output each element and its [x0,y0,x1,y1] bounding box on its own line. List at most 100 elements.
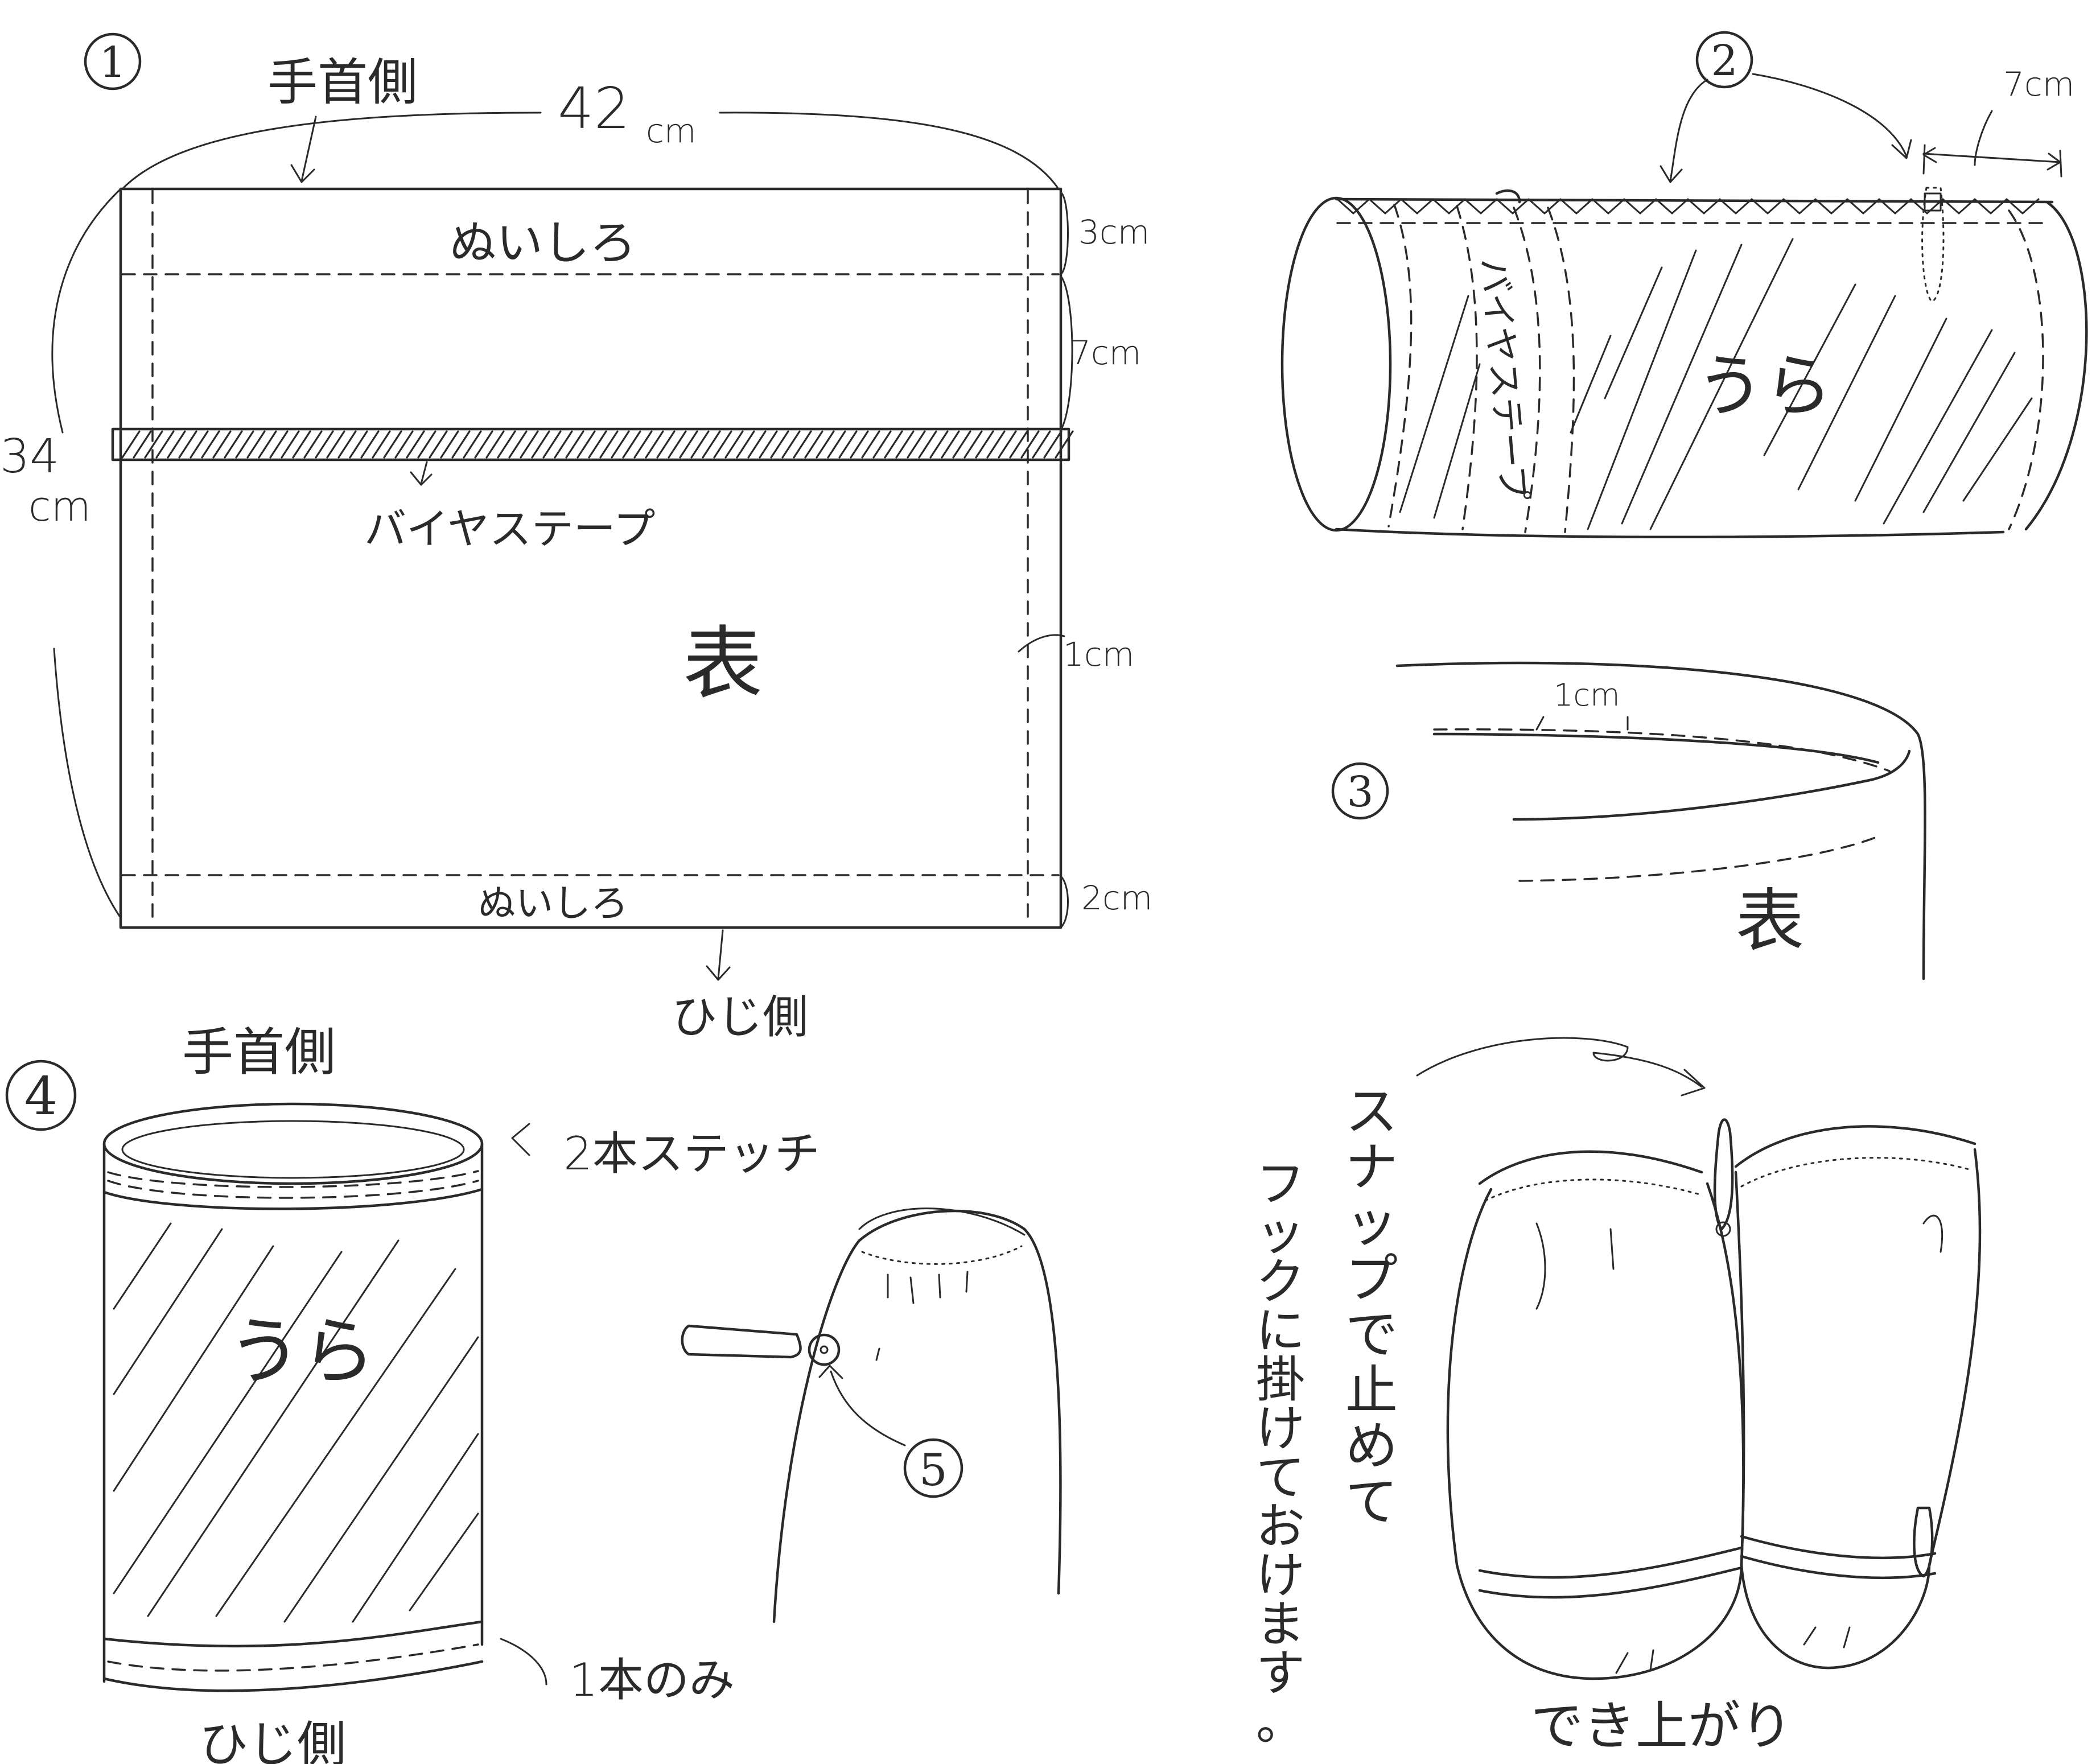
step5-number-circle [903,1438,963,1498]
step4-back-label: うら [228,1308,376,1395]
hatch-stroke [1570,335,1612,434]
bottom-allowance-bracket [1061,876,1069,928]
vertical-char: プ [1345,1248,1398,1309]
height-value: 34 [0,430,59,484]
hatch-stroke [736,430,755,459]
stitch-line-1 [107,1170,479,1188]
right-band-bottom [1740,1555,1937,1580]
hatch-stroke [258,430,277,459]
bias-tape-band [111,427,1070,461]
hatch-stroke [167,430,186,459]
hatch-stroke [409,1512,479,1611]
cylinder-sides [102,1188,484,1683]
hatch-stroke [611,430,630,459]
step5-pointer [818,1365,906,1446]
hatch-stroke [816,430,835,459]
hatch-stroke [1797,295,1896,491]
hatch-stroke [283,1336,479,1623]
hook-arrow [1416,1037,1706,1097]
top-allowance-size: 3cm [1078,213,1150,252]
step3-hem: 3 1cm 表 [1331,661,1926,980]
fold-mark [875,1347,880,1361]
gathered-edge [858,1207,1026,1236]
hatch-stroke [781,430,801,459]
elastic-line [861,1245,1023,1265]
step2-tube: 2 7cm バイヤステープ うら [1280,31,2088,538]
hatch-stroke [1032,430,1051,459]
left-sleeve [1446,1182,1745,1680]
step1-pattern: 1 手首側 42 cm 34 cm ぬいしろ バイヤステープ 表 3cm 7cm [0,32,1152,1044]
hatch-stroke [1604,266,1663,399]
hatch-stroke [201,430,220,459]
hatch-stroke [690,430,710,459]
hatch-stroke [383,430,402,459]
single-stitch-pointer [500,1638,547,1685]
hatch-stroke [155,430,175,459]
hatch-stroke [406,430,425,459]
ruffle-marks [1615,1626,1851,1674]
step3-front-label: 表 [1736,882,1804,961]
hatch-stroke [1621,244,1743,525]
hatch-stroke [520,430,539,459]
hatch-stroke [542,430,562,459]
finished-caption: でき上がり [1531,1696,1793,1757]
hatch-stroke [884,430,903,459]
hatch-stroke [113,1245,274,1492]
hatch-stroke [133,430,152,459]
hatch-stroke [303,430,323,459]
hatch-stroke [588,430,607,459]
hatch-stroke [759,430,778,459]
tube-top-edge [1335,197,2054,204]
hatch-stroke [895,430,915,459]
step3-number: 3 [1347,768,1373,817]
hanging-loop-tab [1921,187,1945,303]
tube-far-end [2024,201,2088,531]
hatch-stroke [121,430,141,459]
step2-number: 2 [1711,36,1737,85]
hatch-stroke [838,430,858,459]
cylinder-rim-inner [121,1120,465,1179]
hatch-stroke [326,430,345,459]
hatch-stroke [1055,430,1074,459]
gap-size: 7cm [1070,333,1141,372]
hatch-stroke [215,1268,456,1617]
top-allowance-label: ぬいしろ [450,216,636,270]
snap-button [808,1333,841,1366]
hatch-stroke [190,430,209,459]
height-dimension-arc-top [51,188,122,434]
vertical-char: て [1345,1472,1398,1532]
sleeve-left-outline [772,1239,861,1623]
height-dimension-arc-bottom [53,648,121,917]
tube-hatching [1399,238,2033,530]
hatch-stroke [770,430,789,459]
vertical-char: ス [1345,1081,1398,1142]
right-sleeve-cuff [1734,1125,1977,1168]
right-sleeve-elastic [1740,1157,1970,1188]
hatch-stroke [918,430,937,459]
single-stitch-label: 1本のみ [569,1654,735,1707]
tube-opening [1280,196,1392,532]
hanging-loop [1713,1118,1734,1231]
bottom-allowance-size: 2cm [1081,879,1152,917]
hatch-stroke [1883,329,1993,525]
vertical-char: フ [1256,1156,1305,1213]
vertical-char: お [1256,1498,1305,1555]
bias-tape-arrow [410,461,433,486]
seam-ticks [1535,716,1629,731]
cylinder-hatching [113,1222,479,1623]
hatch-stroke [246,430,266,459]
double-stitch-label: 2本ステッチ [563,1127,820,1180]
vertical-char: ナ [1345,1137,1398,1198]
hatch-stroke [747,430,767,459]
hatch-stroke [1763,283,1856,456]
hatch-stroke [952,430,971,459]
step5-number: 5 [919,1445,948,1496]
vertical-char: ッ [1256,1205,1305,1262]
hatch-stroke [1399,295,1469,513]
width-dimension-arc-right [719,112,1060,190]
step2-back-label: うら [1696,347,1833,426]
tube-band-line-1 [1387,204,1413,527]
width-unit: cm [646,112,696,150]
